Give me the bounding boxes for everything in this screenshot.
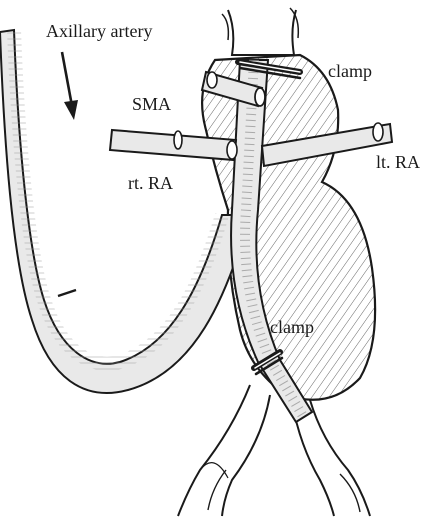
graft-anastomosis-mark (58, 290, 76, 296)
iliac-arteries (178, 385, 370, 516)
top-clamp-label: clamp (328, 62, 372, 80)
sma-label: SMA (132, 95, 171, 113)
right-renal-artery-label: rt. RA (128, 174, 173, 192)
upper-aorta (222, 8, 298, 55)
arrow-icon (62, 52, 78, 120)
axillary-artery-label: Axillary artery (46, 22, 152, 40)
left-renal-artery-label: lt. RA (376, 153, 420, 171)
bottom-clamp-label: clamp (270, 318, 314, 336)
